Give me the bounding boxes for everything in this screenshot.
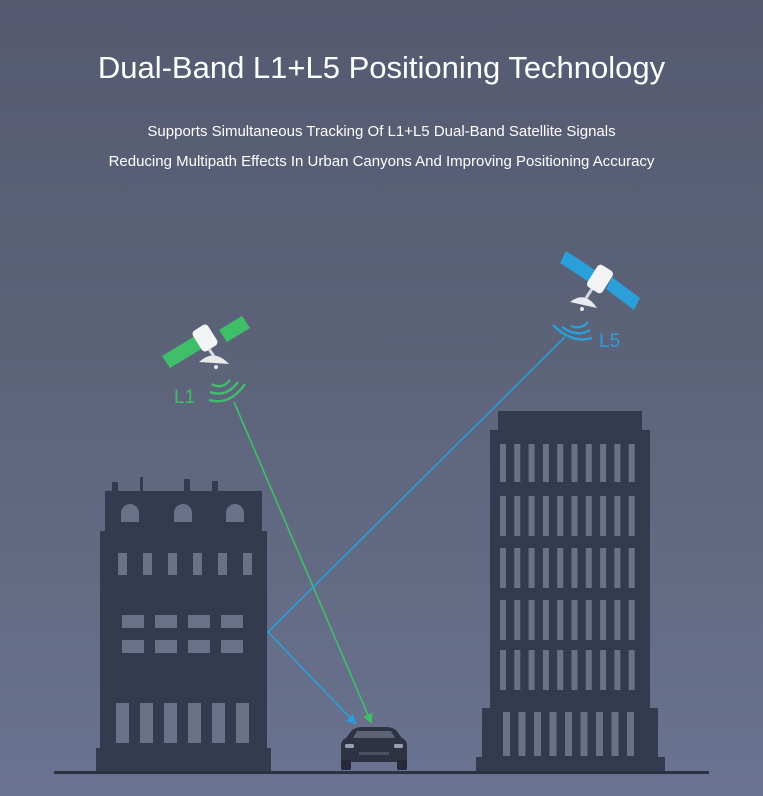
left-building-arches [121,504,244,522]
building-window [528,444,535,482]
building-window [571,444,578,482]
car-icon [341,727,407,770]
building-window [528,496,535,536]
building-window [600,496,607,536]
building-window [528,600,535,640]
building-window [628,650,635,690]
ground-line [54,771,709,774]
l5-label: L5 [599,331,620,352]
building-window [557,600,564,640]
building-window [614,548,621,588]
building-window [542,650,549,690]
building-window [528,548,535,588]
building-window [614,650,621,690]
building-window [580,712,588,756]
subtitle-line-2: Reducing Multipath Effects In Urban Cany… [108,153,655,170]
building-window [557,496,564,536]
building-window [500,548,506,588]
building-window [600,444,607,482]
building-window [514,650,521,690]
building-window [503,712,510,756]
building-window [628,444,635,482]
building-window [518,712,526,756]
building-window [571,496,578,536]
building-window [514,600,521,640]
building-window [600,600,607,640]
building-window [500,600,506,640]
building-window [514,496,521,536]
building-window [585,650,592,690]
subtitle-line-1: Supports Simultaneous Tracking Of L1+L5 … [147,123,616,140]
building-window [600,650,607,690]
building-window [585,496,592,536]
building-window [585,548,592,588]
building-window [628,600,635,640]
right-building-windows [500,444,635,756]
building-window [528,650,535,690]
building-window [557,444,564,482]
building-window [514,444,521,482]
building-window [585,600,592,640]
building-window [596,712,603,756]
l5-multipath-signal [266,336,566,725]
building-window [571,650,578,690]
building-window [542,548,549,588]
building-window [534,712,541,756]
building-window [542,600,549,640]
building-window [611,712,619,756]
building-window [549,712,557,756]
building-window [614,444,621,482]
l5-satellite-icon [552,251,640,341]
building-window [500,444,506,482]
building-window [614,600,621,640]
l1-label: L1 [174,387,195,408]
building-window [614,496,621,536]
building-window [542,496,549,536]
building-window [628,496,635,536]
page-title: Dual-Band L1+L5 Positioning Technology [97,50,666,85]
building-window [565,712,572,756]
left-building-windows [116,553,252,743]
l1-satellite-icon [162,316,250,403]
building-window [571,548,578,588]
l1-signal-path [233,401,373,724]
building-window [542,444,549,482]
building-window [557,650,564,690]
building-window [627,712,634,756]
building-window [571,600,578,640]
building-window [514,548,521,588]
building-window [585,444,592,482]
building-window [628,548,635,588]
building-window [500,496,506,536]
building-window [557,548,564,588]
building-window [500,650,506,690]
building-window [600,548,607,588]
